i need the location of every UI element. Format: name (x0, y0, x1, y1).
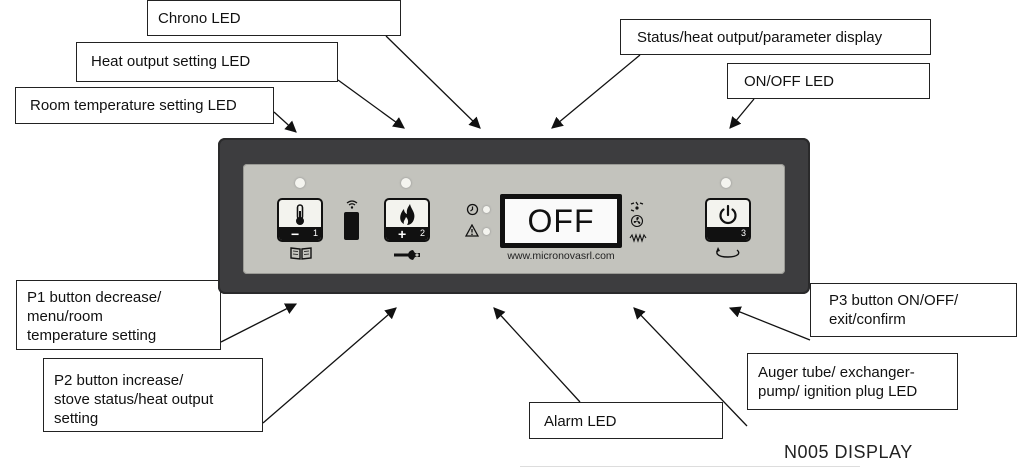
status-display: OFF (500, 194, 622, 248)
footer-stripe (520, 466, 860, 467)
display-text: OFF (505, 199, 617, 243)
arrow-room-temperature-led (273, 111, 297, 133)
callout-onoff-led: ON/OFF LED (727, 63, 930, 99)
book-icon (289, 246, 313, 265)
p2-number: 2 (419, 228, 425, 238)
clock-icon (466, 203, 479, 221)
arrow-alarm-led (493, 307, 581, 403)
thermometer-icon (279, 203, 321, 233)
receiver-slot (344, 212, 359, 240)
control-panel: − 1 (218, 138, 810, 294)
website-url: www.micronovasrl.com (507, 250, 615, 262)
callout-heat-output-led: Heat output setting LED (76, 42, 338, 82)
arrow-p3-button (728, 306, 811, 341)
chrono-led (483, 206, 490, 213)
power-icon (707, 203, 749, 233)
arrow-status-display (551, 54, 641, 129)
increase-sign: + (398, 226, 407, 242)
auger-icon (629, 200, 645, 218)
arrow-heat-output-led (337, 79, 405, 129)
callout-room-temperature-led: Room temperature setting LED (15, 87, 274, 124)
callout-p1-button: P1 button decrease/ menu/room temperatur… (16, 280, 221, 350)
ignition-icon (629, 230, 647, 248)
flame-icon (386, 203, 428, 233)
wifi-icon (345, 196, 359, 214)
onoff-led (721, 178, 731, 188)
p1-button[interactable]: − 1 (277, 198, 323, 242)
p3-number: 3 (740, 228, 746, 238)
heat-output-led (401, 178, 411, 188)
p3-button[interactable]: 3 (705, 198, 751, 242)
room-temperature-led (295, 178, 305, 188)
faceplate: − 1 (243, 164, 785, 274)
footer-title: N005 DISPLAY (784, 442, 913, 462)
callout-alarm-led: Alarm LED (529, 402, 723, 439)
arrow-chrono-led (385, 35, 481, 129)
wrench-icon (393, 248, 423, 266)
callout-p2-button: P2 button increase/ stove status/heat ou… (43, 358, 263, 432)
p1-number: 1 (312, 228, 318, 238)
callout-p3-button: P3 button ON/OFF/ exit/confirm (810, 283, 1017, 337)
warning-icon (464, 223, 480, 242)
fan-icon (629, 214, 645, 233)
cycle-arrow-icon (713, 246, 743, 265)
arrow-p1-button (220, 303, 298, 343)
callout-auger-led: Auger tube/ exchanger- pump/ ignition pl… (747, 353, 958, 410)
decrease-sign: − (291, 226, 300, 242)
callout-status-display: Status/heat output/parameter display (620, 19, 931, 55)
callout-chrono-led: Chrono LED (147, 0, 401, 36)
arrow-onoff-led (729, 98, 755, 129)
alarm-led (483, 228, 490, 235)
p2-button[interactable]: + 2 (384, 198, 430, 242)
arrow-p2-button (262, 307, 397, 424)
